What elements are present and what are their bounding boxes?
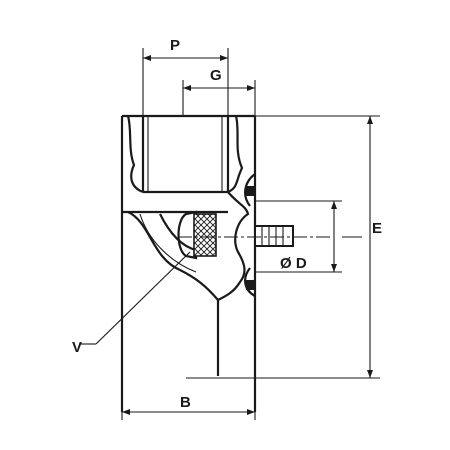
dimension-e	[186, 115, 380, 379]
dimension-b	[121, 409, 256, 420]
dimension-g	[182, 80, 256, 116]
body-outline	[120, 114, 257, 412]
threaded-stud	[254, 225, 294, 247]
label-b: B	[180, 394, 191, 411]
seal-ring-bottom	[246, 280, 255, 290]
label-p: P	[170, 37, 180, 54]
leader-v	[80, 251, 191, 345]
dimension-p	[142, 48, 229, 116]
label-v: V	[72, 339, 82, 356]
port-region	[217, 173, 256, 301]
label-g: G	[210, 67, 222, 84]
label-d: Ø D	[280, 255, 307, 272]
seal-ring-top	[246, 186, 255, 196]
filter-element	[177, 210, 217, 260]
casting-section	[126, 115, 244, 301]
dimension-d	[255, 200, 342, 273]
label-e: E	[372, 220, 382, 237]
